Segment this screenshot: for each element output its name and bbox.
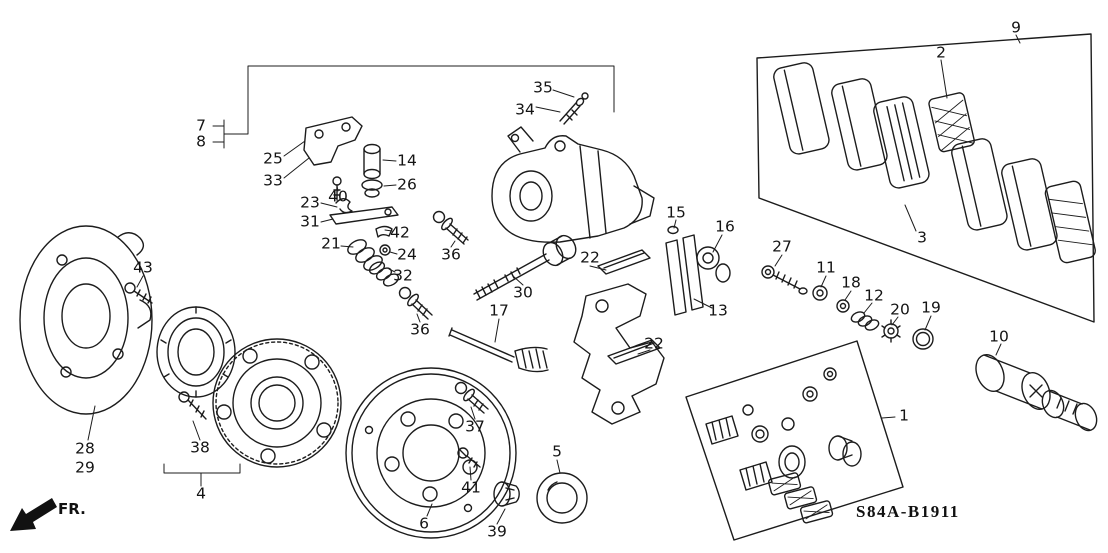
washer-11 [812,285,828,301]
part-label-32: 32 [393,266,413,285]
hub-cap-5 [536,472,588,524]
part-label-10: 10 [989,327,1009,346]
hub-bolt-38 [178,391,207,420]
part-label-37: 37 [465,417,485,436]
caliper-piston-10 [975,354,1051,410]
part-label-14: 14 [397,151,417,170]
part-label-22: 22 [644,334,664,353]
part-label-18: 18 [841,273,861,292]
washer-24 [379,244,391,256]
part-label-6: 6 [419,514,429,533]
part-label-12: 12 [864,286,884,305]
adjuster-cylinder [1041,389,1098,432]
part-label-20: 20 [890,300,910,319]
part-label-36: 36 [441,245,461,264]
caliper-slide-pin-17 [448,327,549,373]
seal-kit-parts [705,367,862,524]
hub-assembly [212,338,342,468]
part-label-22: 22 [580,248,600,267]
part-label-13: 13 [708,301,728,320]
part-label-26: 26 [397,175,417,194]
part-label-1: 1 [899,406,909,425]
part-label-23: 23 [300,193,320,212]
part-label-19: 19 [921,298,941,317]
caliper-bolt-36a [432,210,469,245]
part-label-2: 2 [936,43,946,62]
part-label-21: 21 [321,234,341,253]
caliper-bolt-36b [398,286,433,320]
wheel-bearing [156,306,236,398]
pin-27 [761,265,808,295]
diagram-code: S84A-B1911 [856,502,960,521]
bleeder-screw [559,92,589,125]
spring-12 [850,311,880,331]
pad-retainer-22a [597,249,651,275]
part-label-4: 4 [196,484,206,503]
part-label-30: 30 [513,283,533,302]
part-label-42: 42 [390,223,410,242]
brake-disc-rotor [345,367,517,539]
part-label-5: 5 [552,442,562,461]
part-label-7: 7 [196,116,206,135]
pad-shim-2 [928,92,975,153]
part-label-11: 11 [816,258,836,277]
brake-pad-set-box [756,33,1095,323]
part-label-27: 27 [772,237,792,256]
part-label-41: 41 [461,478,481,497]
brake-pad-e [1001,158,1058,251]
part-label-34: 34 [515,100,535,119]
bolt-43 [124,282,153,304]
spindle-shaft-30 [473,234,577,301]
bolt-40 [332,176,342,201]
part-label-24: 24 [397,245,417,264]
seal-kit-box [685,340,904,541]
part-label-8: 8 [196,132,206,151]
part-label-31: 31 [300,212,320,231]
washer-18 [836,299,850,313]
lever-31 [329,206,399,225]
part-label-9: 9 [1011,18,1021,37]
clip-42 [375,225,393,238]
disc-screw-41 [457,447,481,468]
pin-15 [667,225,679,235]
part-label-38: 38 [190,438,210,457]
pad-shim-f [1044,180,1096,264]
part-label-15: 15 [666,203,686,222]
ring-19 [912,328,934,350]
fr-direction-arrow [10,498,57,531]
boot-26 [361,179,383,198]
brake-pad-a [773,62,830,155]
part-label-17: 17 [489,301,509,320]
brake-pad-b [831,78,888,171]
part-label-29: 29 [75,458,95,477]
part-label-3: 3 [917,228,927,247]
pad-spring-13 [665,234,704,316]
brake-pad-d [951,138,1008,231]
bracket-bolt-37 [454,381,489,414]
brake-pad-c [873,96,930,189]
spring-21 [347,239,383,271]
part-label-16: 16 [715,217,735,236]
spring-32 [368,261,400,287]
part-label-36: 36 [410,320,430,339]
part-label-40: 40 [328,187,348,206]
part-label-35: 35 [533,78,553,97]
caliper-bracket [573,283,665,425]
brake-caliper-body [491,126,655,243]
part-label-28: 28 [75,439,95,458]
part-label-25: 25 [263,149,283,168]
lock-clip-20 [881,319,901,343]
part-label-39: 39 [487,522,507,541]
part-label-33: 33 [263,171,283,190]
bushing-16 [696,246,731,283]
fr-label: FR. [58,500,86,518]
spindle-nut-39 [493,481,520,507]
pin-14 [363,143,381,180]
parking-bracket-25 [303,116,363,166]
part-label-43: 43 [133,258,153,277]
brake-backing-plate [19,225,153,415]
